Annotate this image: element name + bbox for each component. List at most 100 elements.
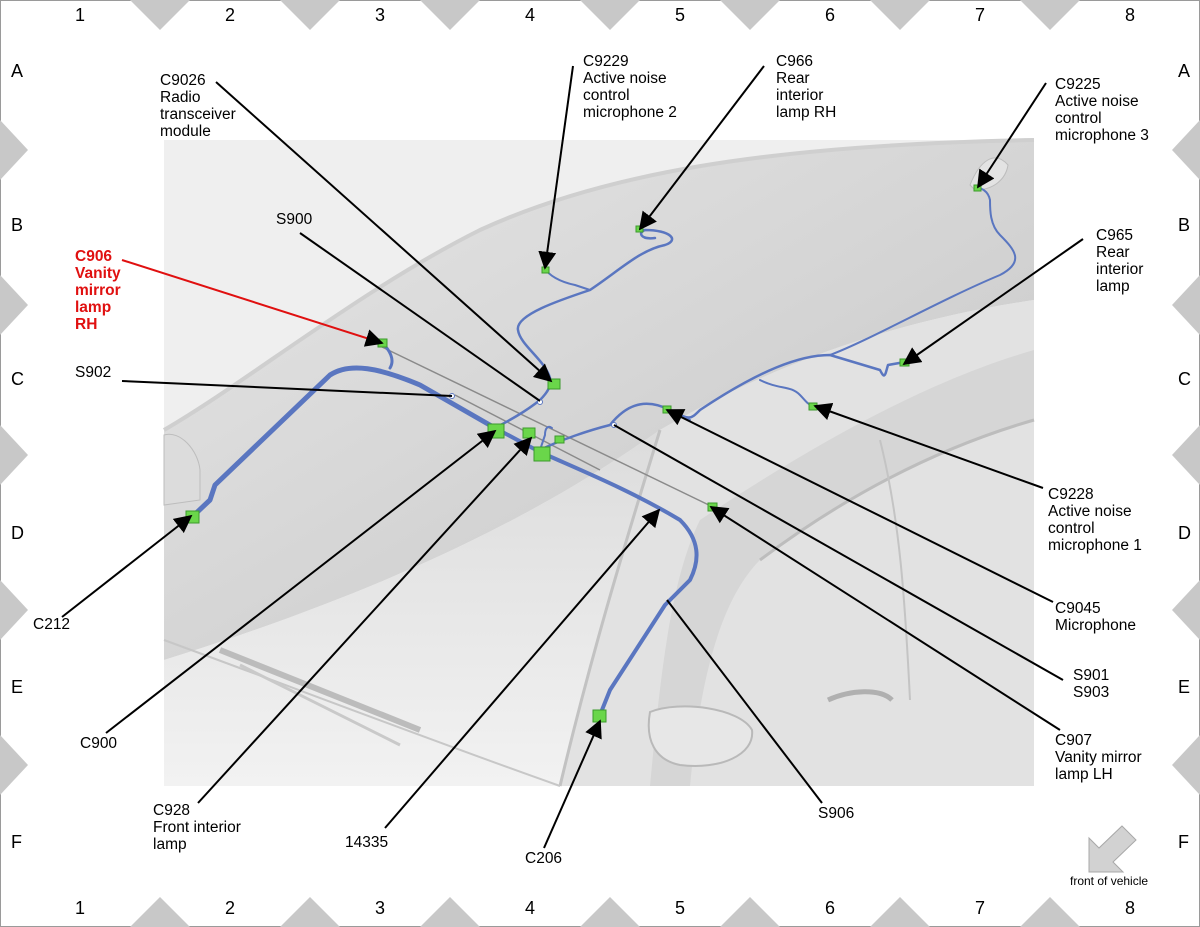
grid-col-7-bottom: 7	[975, 898, 986, 918]
label-line: Radio	[160, 89, 201, 106]
label-s900: S900	[276, 211, 312, 228]
front-of-vehicle-label: front of vehicle	[1070, 874, 1149, 888]
leader-lines	[61, 65, 1084, 849]
vehicle-body	[162, 138, 1035, 787]
label-line: Active noise	[1055, 93, 1139, 110]
label-line: C966	[776, 53, 814, 70]
label-line: Vanity mirror	[1055, 749, 1142, 766]
grid-col-6-top: 6	[825, 5, 836, 25]
label-line: control	[1048, 520, 1095, 537]
label-line: transceiver	[160, 106, 236, 123]
label-line: C9045	[1055, 600, 1101, 617]
grid-row-d-right: D	[1178, 523, 1191, 543]
label-line: lamp	[153, 836, 187, 853]
label-line: C965	[1096, 227, 1134, 244]
grid-row-e-right: E	[1178, 677, 1191, 697]
label-c9026: C9026 Radio transceiver module	[160, 72, 236, 140]
label-line: S900	[276, 211, 313, 228]
label-c965: C965 Rear interior lamp	[1096, 227, 1143, 295]
label-line: control	[1055, 110, 1102, 127]
label-c9225: C9225 Active noise control microphone 3	[1055, 76, 1149, 144]
wiring-harness	[189, 187, 1017, 717]
label-line: Rear	[776, 70, 810, 87]
connector-c900	[487, 423, 505, 439]
label-c9229: C9229 Active noise control microphone 2	[583, 53, 677, 121]
grid-col-3-top: 3	[375, 5, 386, 25]
label-line: module	[160, 123, 211, 140]
label-line: Vanity	[75, 265, 121, 282]
grid-row-d-left: D	[11, 523, 24, 543]
grid-row-a-right: A	[1178, 61, 1191, 81]
label-line: lamp LH	[1055, 766, 1113, 783]
label-line: C900	[80, 735, 118, 752]
grid-col-3-bottom: 3	[375, 898, 386, 918]
label-s901-s903: S901 S903	[1073, 667, 1109, 701]
label-line: interior	[776, 87, 824, 104]
grid-col-2-bottom: 2	[225, 898, 236, 918]
grid-col-8-top: 8	[1125, 5, 1136, 25]
label-c900: C900	[80, 735, 117, 752]
label-line: Microphone	[1055, 617, 1136, 634]
grid-col-6-bottom: 6	[825, 898, 836, 918]
label-line: microphone 1	[1048, 537, 1142, 554]
grid-row-f-left: F	[11, 832, 22, 852]
label-line: C212	[33, 616, 71, 633]
label-c907: C907 Vanity mirror lamp LH	[1055, 732, 1142, 783]
label-line: Rear	[1096, 244, 1130, 261]
grid-row-c-right: C	[1178, 369, 1191, 389]
label-c906: C906 Vanity mirror lamp RH	[75, 248, 121, 333]
label-s902: S902	[75, 364, 111, 381]
label-line: S903	[1073, 684, 1110, 701]
label-line: Active noise	[1048, 503, 1132, 520]
label-c966: C966 Rear interior lamp RH	[776, 53, 836, 121]
grid-col-1-top: 1	[75, 5, 86, 25]
label-line: 14335	[345, 834, 389, 851]
grid-col-2-top: 2	[225, 5, 236, 25]
label-line: microphone 2	[583, 104, 677, 121]
label-line: C907	[1055, 732, 1093, 749]
connector-c928	[522, 427, 536, 439]
label-c212: C212	[33, 616, 70, 633]
grid-row-b-right: B	[1178, 215, 1191, 235]
label-s906: S906	[818, 805, 854, 822]
grid-col-4-top: 4	[525, 5, 536, 25]
label-c928: C928 Front interior lamp	[153, 802, 241, 853]
grid-row-b-left: B	[11, 215, 24, 235]
grid-col-8-bottom: 8	[1125, 898, 1136, 918]
label-14335: 14335	[345, 834, 388, 851]
grid-row-e-left: E	[11, 677, 24, 697]
label-line: Front interior	[153, 819, 241, 836]
grid-col-5-top: 5	[675, 5, 686, 25]
label-c9228: C9228 Active noise control microphone 1	[1048, 486, 1142, 554]
label-line: C906	[75, 248, 113, 265]
front-of-vehicle-arrow	[1088, 825, 1137, 873]
grid-col-5-bottom: 5	[675, 898, 686, 918]
label-c206: C206	[525, 850, 562, 867]
grid-row-a-left: A	[11, 61, 24, 81]
connector-c206	[592, 709, 607, 723]
grid-col-4-bottom: 4	[525, 898, 536, 918]
label-line: C928	[153, 802, 191, 819]
connector-extra	[554, 435, 565, 444]
label-line: S902	[75, 364, 112, 381]
label-line: interior	[1096, 261, 1144, 278]
label-line: S901	[1073, 667, 1110, 684]
grid-col-7-top: 7	[975, 5, 986, 25]
connector-c212	[185, 510, 200, 524]
label-line: C206	[525, 850, 563, 867]
label-line: C9228	[1048, 486, 1094, 503]
connector-c9225	[973, 184, 982, 192]
label-c9045: C9045 Microphone	[1055, 600, 1136, 634]
label-line: microphone 3	[1055, 127, 1149, 144]
label-line: C9225	[1055, 76, 1101, 93]
label-line: mirror	[75, 282, 121, 299]
label-line: C9026	[160, 72, 206, 89]
connector-14335	[533, 446, 551, 462]
label-line: control	[583, 87, 630, 104]
connector-c9026	[547, 378, 561, 390]
label-line: S906	[818, 805, 855, 822]
label-line: Active noise	[583, 70, 667, 87]
